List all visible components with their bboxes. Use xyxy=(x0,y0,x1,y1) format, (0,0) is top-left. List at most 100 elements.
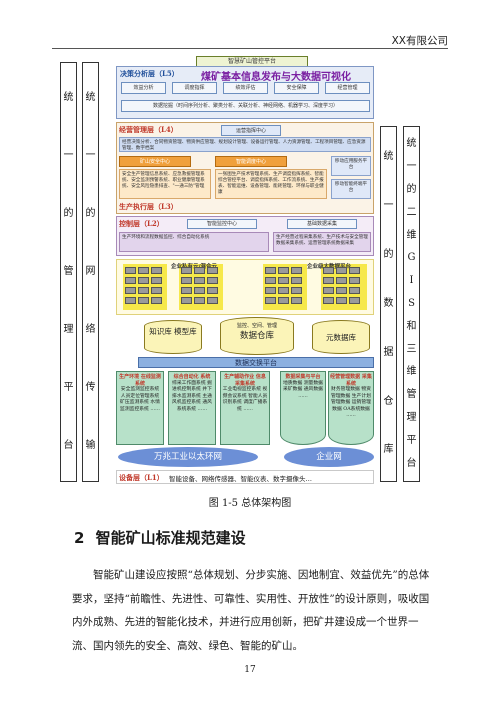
mobile-app-platform: 移动应用服务平台 xyxy=(331,156,371,176)
pill-safety: 安全保障 xyxy=(274,82,319,94)
data-collect-text: 地质数据 测量数据 采矿数据 通风数据 …… xyxy=(283,380,323,399)
right-col1-char: 的 xyxy=(383,249,394,261)
server-rack-icon xyxy=(278,287,289,294)
layer4-label: 经营管理层（L4） xyxy=(119,125,178,134)
server-rack-icon xyxy=(207,297,218,304)
figure-caption: 图 1-5 总体架构图 xyxy=(208,498,292,509)
server-rack-icon xyxy=(194,267,205,274)
right-column-datawarehouse: 统一的数据仓库 xyxy=(380,126,397,482)
smart-dispatch-center: 智能调度中心 xyxy=(215,156,287,167)
pill-operation: 经营管理 xyxy=(325,82,370,94)
left-col2-char: 传 xyxy=(85,382,96,393)
right-col1-char: 据 xyxy=(383,346,394,358)
safety-systems-text: 安全生产管理信息系统、应急救援管理系统、安全监测预警系统、职业健康管理系统、安全… xyxy=(119,169,211,199)
right-col2-char: 三 xyxy=(406,343,417,355)
left-col1-char: 统 xyxy=(63,92,74,103)
server-rack-icon xyxy=(278,267,289,274)
device-layer-label: 设备层（L1） xyxy=(119,473,164,482)
data-collect-box: 数据采集与平台 地质数据 测量数据 采矿数据 通风数据 …… xyxy=(280,371,326,445)
layer4-desc: 经营决策分析、合同物资管理、物资供应管理、规划设计管理、设备运行管理、人力资源管… xyxy=(119,137,371,152)
server-rack-icon xyxy=(194,287,205,294)
left-col2-char: 统 xyxy=(85,92,96,103)
server-rack-icon xyxy=(207,267,218,274)
data-warehouse-icon: 监控、空间、管理 数据仓库 xyxy=(220,317,294,355)
right-col2-char: 统 xyxy=(406,138,417,150)
body-paragraph: 智能矿山建设应按照“总体规划、分步实施、因地制宜、效益优先”的总体要求，坚持“前… xyxy=(72,569,430,652)
left-col2-char: 的 xyxy=(85,208,96,219)
left-column-network: 统一的网络传输 xyxy=(82,62,99,482)
server-rack-icon xyxy=(125,287,136,294)
layer5-panel: 决策分析层（L5） 煤矿基本信息发布与大数据可视化 效益分析 调度指挥 绩效评估… xyxy=(116,66,374,119)
right-col2-char: 和 xyxy=(406,320,417,332)
data-mining-bar: 数据挖掘（时间序列分析、聚类分析、关联分析、神经网络、机器学习、深度学习） xyxy=(121,100,370,112)
server-rack-icon xyxy=(125,277,136,284)
layer4-panel: 经营管理层（L4） 运营指挥中心 经营决策分析、合同物资管理、物资供应管理、规划… xyxy=(116,122,374,214)
automation-title: 综合自动化 系统 xyxy=(173,374,211,380)
server-rack-icon xyxy=(349,287,360,294)
aux-collect-text: 工业电视监控系统 视频会议系统 智能人员识别系统 调度广播系统 …… xyxy=(222,387,268,412)
server-rack-icon xyxy=(125,297,136,304)
server-rack-icon xyxy=(181,297,192,304)
aux-collect-box: 生产辅助作业 信息采集系统 工业电视监控系统 视频会议系统 智能人员识别系统 调… xyxy=(220,371,270,445)
data-exchange-platform: 数据交换平台 xyxy=(138,357,374,368)
server-rack-icon xyxy=(291,297,302,304)
server-rack-icon xyxy=(138,277,149,284)
left-col2-char: 络 xyxy=(85,324,96,335)
mgmt-collect-title: 经营管理数据 采集系统 xyxy=(330,374,372,387)
metadata-db-icon: 元数据库 xyxy=(312,320,370,354)
server-rack-icon xyxy=(278,277,289,284)
server-rack-icon xyxy=(265,277,276,284)
env-monitor-box: 生产环境 在线监测系统 安全监测监控系统 人员定位管理系统 矿压监测系统 水情监… xyxy=(116,371,164,445)
server-rack-icon xyxy=(265,287,276,294)
server-rack-icon xyxy=(265,297,276,304)
right-col2-char: 平 xyxy=(406,434,417,446)
server-rack-icon xyxy=(151,277,162,284)
server-rack-icon xyxy=(151,297,162,304)
header-rule xyxy=(52,48,448,49)
right-col1-char: 一 xyxy=(383,200,394,212)
warehouse-label: 数据仓库 xyxy=(239,331,274,341)
ops-command-center: 运营指挥中心 xyxy=(221,125,281,136)
metadata-db-label: 元数据库 xyxy=(326,333,356,342)
pill-benefit: 效益分析 xyxy=(121,82,166,94)
server-rack-icon xyxy=(194,297,205,304)
page-number: 17 xyxy=(244,665,256,675)
server-rack-icon xyxy=(323,287,334,294)
server-rack-icon xyxy=(336,267,347,274)
right-col1-char: 库 xyxy=(383,444,394,456)
left-col2-char: 输 xyxy=(85,440,96,451)
knowledge-db-icon: 知识库 模型库 xyxy=(144,320,202,354)
server-rack-icon xyxy=(291,267,302,274)
server-rack-icon xyxy=(349,297,360,304)
server-rack-icon xyxy=(138,287,149,294)
server-rack-icon xyxy=(181,267,192,274)
section-number: 2 xyxy=(74,529,85,547)
right-col2-char: I xyxy=(409,275,414,287)
server-rack-icon xyxy=(349,277,360,284)
server-rack-icon xyxy=(207,287,218,294)
layer3-label: 生产执行层（L3） xyxy=(119,202,178,211)
server-rack-icon xyxy=(291,277,302,284)
server-rack-icon xyxy=(138,297,149,304)
server-rack-icon xyxy=(323,277,334,284)
monitor-desc: 生产环境和流程数据监控、综合自动化系统 xyxy=(119,232,269,252)
right-col1-char: 数 xyxy=(383,297,394,309)
right-col2-char: 一 xyxy=(406,161,417,173)
left-col1-char: 的 xyxy=(63,208,74,219)
section-heading: 2 智能矿山标准规范建设 xyxy=(74,527,246,548)
server-rack-icon xyxy=(336,277,347,284)
right-col1-char: 统 xyxy=(383,151,394,163)
right-col2-char: 的 xyxy=(406,183,417,195)
server-rack-icon xyxy=(151,267,162,274)
server-rack-icon xyxy=(181,277,192,284)
left-col1-char: 平 xyxy=(63,382,74,393)
server-rack-icon xyxy=(336,287,347,294)
server-rack-icon xyxy=(151,287,162,294)
server-rack-icon xyxy=(291,287,302,294)
left-column-management: 统一的管理平台 xyxy=(60,62,77,482)
right-col2-char: 台 xyxy=(406,457,417,469)
server-rack-icon xyxy=(336,297,347,304)
layer5-label: 决策分析层（L5） xyxy=(120,69,179,78)
